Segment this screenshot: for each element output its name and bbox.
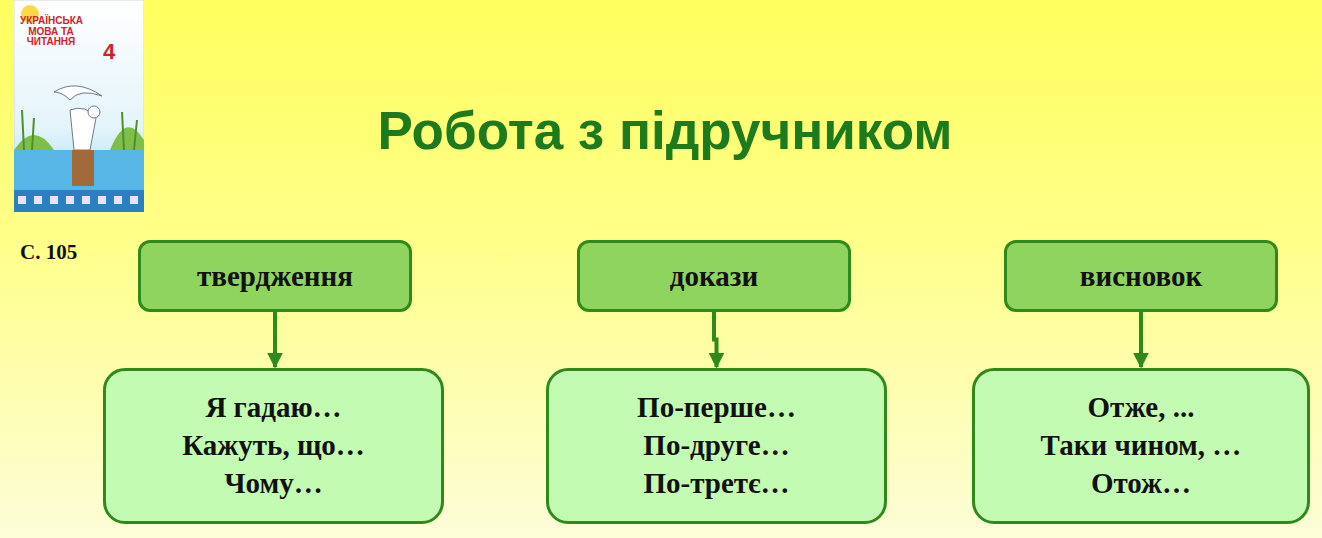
- box-text: Я гадаю…: [205, 389, 341, 427]
- slide-title: Робота з підручником: [300, 100, 1030, 161]
- box-text: По-третє…: [643, 465, 789, 503]
- box-text: Кажуть, що…: [182, 427, 365, 465]
- heading-box: докази: [577, 240, 851, 312]
- cover-text: 4: [94, 40, 124, 63]
- box-text: твердження: [197, 260, 353, 293]
- phrase-box: Отже, ...Таки чином, …Отож…: [972, 368, 1310, 524]
- box-text: Таки чином, …: [1041, 427, 1242, 465]
- arrow-connector: [273, 312, 277, 367]
- box-text: Отже, ...: [1088, 389, 1195, 427]
- box-text: висновок: [1080, 260, 1202, 293]
- box-text: докази: [670, 260, 758, 293]
- cover-text: УКРАЇНСЬКА МОВА ТА ЧИТАННЯ: [20, 16, 82, 48]
- heading-box: висновок: [1004, 240, 1278, 312]
- arrow-connector: [714, 312, 717, 367]
- arrow-connector: [1139, 312, 1143, 367]
- page-reference: С. 105: [20, 240, 77, 265]
- phrase-box: Я гадаю…Кажуть, що…Чому…: [103, 368, 444, 524]
- box-text: По-перше…: [637, 389, 796, 427]
- box-text: Чому…: [224, 465, 322, 503]
- box-text: По-друге…: [643, 427, 789, 465]
- heading-box: твердження: [138, 240, 412, 312]
- phrase-box: По-перше…По-друге…По-третє…: [546, 368, 887, 524]
- box-text: Отож…: [1091, 465, 1191, 503]
